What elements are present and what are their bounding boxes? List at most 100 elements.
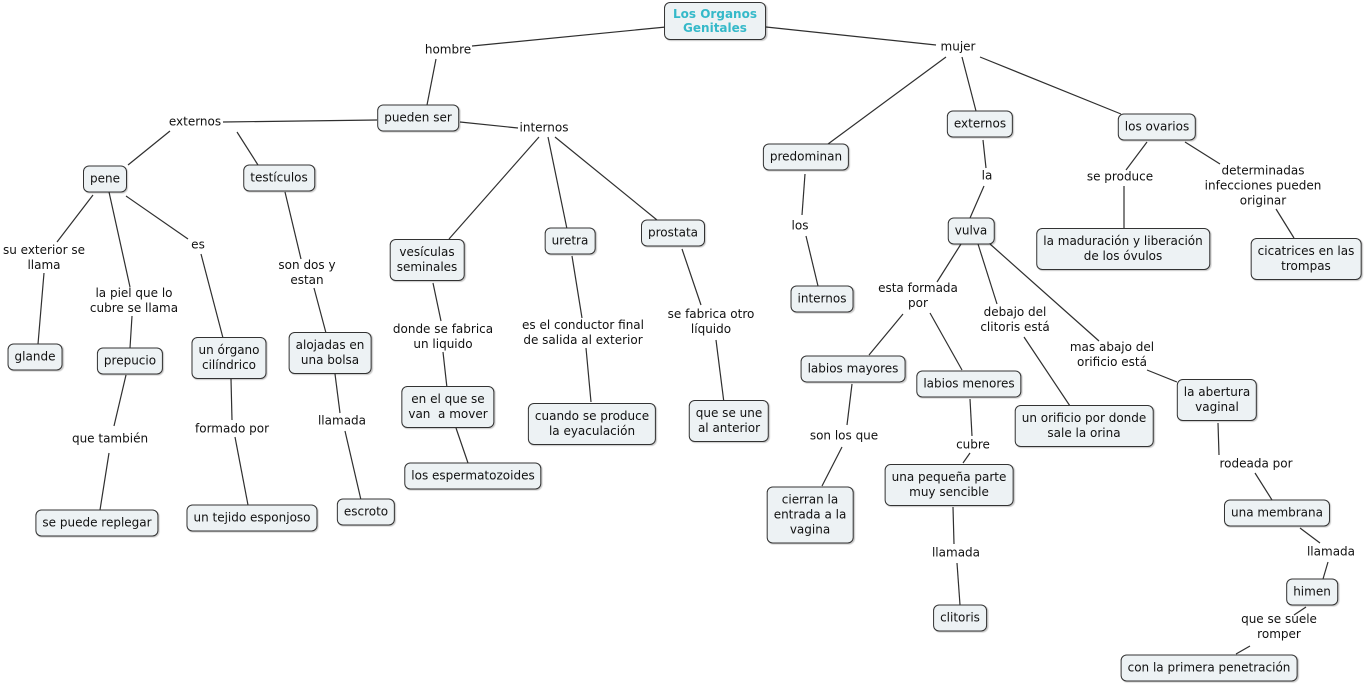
concept-vesiculas-seminales[interactable]: vesículas seminales <box>389 239 465 281</box>
connector-line <box>715 339 725 404</box>
connector-line <box>585 347 592 403</box>
link-phrase-debajo-clitoris: debajo del clitoris está <box>980 305 1050 334</box>
connector-line <box>1322 561 1329 580</box>
concept-pene[interactable]: pene <box>83 165 127 193</box>
concept-clitoris[interactable]: clitoris <box>933 604 987 632</box>
concept-eyaculacion[interactable]: cuando se produce la eyaculación <box>527 403 657 445</box>
connector-line <box>681 248 702 306</box>
concept-alojadas-bolsa[interactable]: alojadas en una bolsa <box>288 332 372 374</box>
concept-primera-penetracion[interactable]: con la primera penetración <box>1120 654 1298 682</box>
concept-organo-cilindrico[interactable]: un órgano cilíndrico <box>191 337 267 379</box>
connector-line <box>805 235 819 287</box>
link-phrase-piel-cubre: la piel que lo cubre se llama <box>89 286 179 315</box>
concept-vulva[interactable]: vulva <box>947 217 995 245</box>
connector-line <box>234 436 249 506</box>
connector-line <box>977 243 998 305</box>
concept-pueden-ser[interactable]: pueden ser <box>377 104 459 132</box>
connector-line <box>56 194 94 243</box>
concept-cierran-entrada[interactable]: cierran la entrada a la vagina <box>766 486 854 544</box>
connector-line <box>1184 141 1221 165</box>
connector-line <box>432 282 442 322</box>
concept-glande[interactable]: glande <box>7 343 63 371</box>
connector-line <box>547 136 568 230</box>
connector-line <box>989 243 1100 342</box>
concept-externos-mujer[interactable]: externos <box>946 110 1014 138</box>
link-phrase-fabrica-otro: se fabrica otro líquido <box>667 307 755 336</box>
connector-line <box>571 255 583 319</box>
concept-uretra[interactable]: uretra <box>544 227 596 255</box>
connector-line <box>1299 527 1321 544</box>
concept-labios-menores[interactable]: labios menores <box>916 370 1022 398</box>
connector-line <box>929 312 963 371</box>
concept-van-a-mover[interactable]: en el que se van a mover <box>401 386 495 428</box>
connector-line <box>1293 606 1307 616</box>
concept-orificio-orina[interactable]: un orificio por donde sale la orina <box>1014 405 1154 447</box>
link-phrase-su-exterior: su exterior se llama <box>2 243 86 272</box>
concept-internos-mujer[interactable]: internos <box>790 285 854 313</box>
connector-line <box>969 185 985 219</box>
connector-line <box>99 452 110 511</box>
concept-cicatrices-trompas[interactable]: cicatrices en las trompas <box>1250 238 1362 280</box>
connector-line <box>846 383 853 426</box>
connector-line <box>1235 645 1251 655</box>
concept-himen[interactable]: himen <box>1286 578 1338 606</box>
concept-abertura-vaginal[interactable]: la abertura vaginal <box>1176 379 1258 421</box>
connector-line <box>37 272 45 345</box>
connector-line <box>868 313 904 356</box>
concept-se-puede-replegar[interactable]: se puede replegar <box>35 509 159 537</box>
connector-line <box>979 56 1122 115</box>
link-phrase-se-produce: se produce <box>1086 169 1154 184</box>
connector-line <box>236 131 259 166</box>
concept-prostata[interactable]: prostata <box>641 219 705 247</box>
link-phrase-llamada-clitoris: llamada <box>931 545 981 560</box>
concept-escroto[interactable]: escroto <box>336 498 396 526</box>
connector-line <box>448 136 540 240</box>
connector-line <box>962 452 971 464</box>
concept-membrana[interactable]: una membrana <box>1223 499 1331 527</box>
connector-line <box>129 315 133 349</box>
connector-line <box>982 139 987 169</box>
connector-line <box>554 136 658 221</box>
concept-se-une-al-anterior[interactable]: que se une al anterior <box>688 400 770 442</box>
link-phrase-infecciones: determinadas infecciones pueden originar <box>1204 163 1322 208</box>
link-phrase-hombre: hombre <box>424 42 472 57</box>
link-phrase-mas-abajo: mas abajo del orificio está <box>1069 340 1155 369</box>
concept-espermatozoides[interactable]: los espermatozoides <box>404 462 542 490</box>
link-phrase-suele-romper: que se suele romper <box>1241 612 1317 641</box>
concept-testiculos[interactable]: testículos <box>243 164 315 192</box>
connector-line <box>1023 336 1071 407</box>
concept-maduracion-ovulos[interactable]: la maduración y liberación de los óvulos <box>1036 228 1210 270</box>
connector-line <box>956 562 961 606</box>
concept-root-los-organos-genitales[interactable]: Los Organos Genitales <box>664 2 766 40</box>
connector-line <box>1146 369 1178 383</box>
concept-los-ovarios[interactable]: los ovarios <box>1117 113 1197 141</box>
connector-line <box>442 351 448 389</box>
connector-line <box>952 506 955 545</box>
link-phrase-que-tambien: que también <box>71 431 149 446</box>
link-phrase-es: es <box>191 237 205 252</box>
connector-line <box>108 191 131 288</box>
link-phrase-llamada-escroto: llamada <box>317 413 367 428</box>
connector-line <box>1275 208 1295 239</box>
connector-line <box>125 195 189 240</box>
connector-line <box>230 378 233 421</box>
connector-line <box>1254 472 1273 501</box>
connector-line <box>426 58 437 106</box>
connector-line <box>821 446 843 487</box>
concept-tejido-esponjoso[interactable]: un tejido esponjoso <box>186 504 318 532</box>
link-phrase-donde-fabrica: donde se fabrica un liquido <box>392 322 494 351</box>
connector-line <box>961 56 977 112</box>
link-phrase-mujer: mujer <box>940 39 976 54</box>
concept-prepucio[interactable]: prepucio <box>96 347 164 375</box>
concept-parte-sensible[interactable]: una pequeña parte muy sencible <box>884 464 1014 506</box>
connector-line <box>459 121 519 129</box>
connector-line <box>222 119 378 123</box>
concept-labios-mayores[interactable]: labios mayores <box>800 355 906 383</box>
connector-line <box>936 243 962 283</box>
concept-predominan[interactable]: predominan <box>762 143 850 171</box>
connector-line <box>455 427 469 464</box>
link-phrase-la: la <box>981 168 993 183</box>
connector-line <box>1125 141 1148 171</box>
connector-line <box>969 398 973 437</box>
link-phrase-cubre: cubre <box>956 437 990 452</box>
